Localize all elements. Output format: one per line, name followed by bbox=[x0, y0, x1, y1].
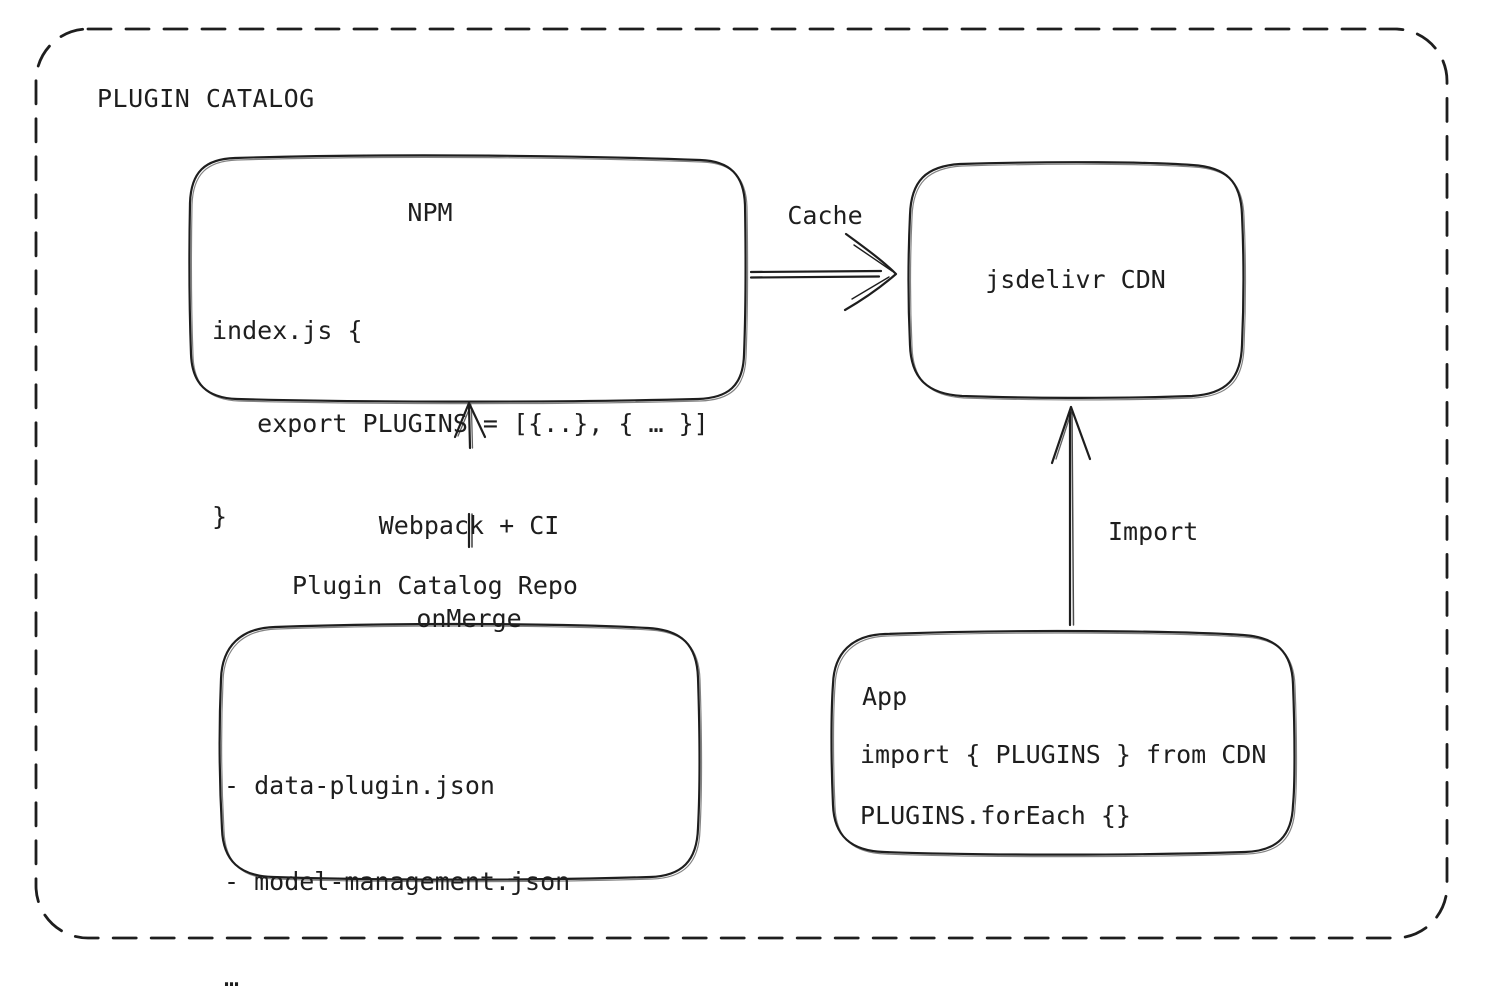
npm-box-outline bbox=[188, 154, 749, 405]
npm-code-block: index.js { export PLUGINS = [{..}, { … }… bbox=[212, 253, 709, 594]
repo-file-item: - model-management.json bbox=[224, 867, 571, 896]
webpack-edge-label-line2: onMerge bbox=[416, 604, 522, 633]
repo-file-list: - data-plugin.json - model-management.js… bbox=[224, 706, 570, 1002]
outer-dashed-border bbox=[34, 27, 1449, 940]
app-node-title: App bbox=[862, 682, 908, 711]
webpack-arrow bbox=[453, 401, 487, 549]
import-arrow bbox=[1050, 405, 1092, 627]
repo-node-heading: Plugin Catalog Repo bbox=[292, 571, 578, 600]
cache-edge-label: Cache bbox=[787, 201, 863, 230]
app-code-line: PLUGINS.forEach {} bbox=[860, 801, 1131, 830]
npm-code-line: export PLUGINS = [{..}, { … }] bbox=[212, 409, 709, 438]
npm-node-title: NPM bbox=[407, 198, 453, 227]
import-edge-label: Import bbox=[1108, 517, 1199, 546]
repo-file-item: - data-plugin.json bbox=[224, 771, 495, 800]
cdn-node-label: jsdelivr CDN bbox=[985, 265, 1166, 294]
app-code-line: import { PLUGINS } from CDN bbox=[860, 740, 1267, 769]
cache-arrow bbox=[749, 232, 898, 312]
repo-box-outline bbox=[218, 622, 703, 883]
webpack-edge-label: Webpack + CI onMerge bbox=[338, 448, 600, 696]
app-box-outline bbox=[830, 629, 1298, 858]
npm-code-line: index.js { bbox=[212, 316, 363, 345]
npm-code-line: } bbox=[212, 502, 228, 531]
webpack-edge-label-line1: Webpack + CI bbox=[378, 511, 560, 540]
diagram-title: PLUGIN CATALOG bbox=[97, 84, 315, 113]
repo-file-item: … bbox=[224, 963, 240, 992]
cdn-box-outline bbox=[907, 161, 1247, 401]
